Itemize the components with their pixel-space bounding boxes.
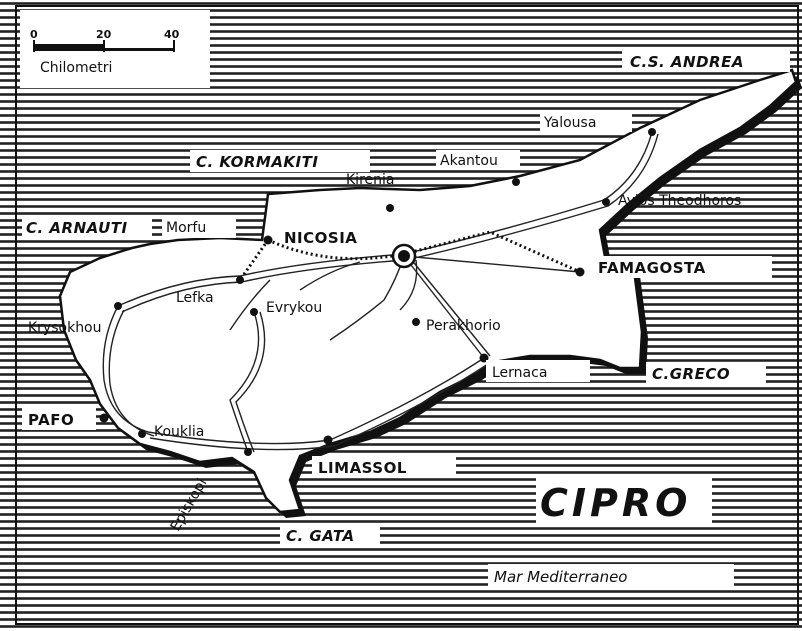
town-label-lernaca: Lernaca: [492, 365, 547, 381]
town-label-nicosia: NICOSIA: [284, 229, 357, 247]
scale-unit: Chilometri: [40, 60, 112, 76]
town-dot-krysokhou: [114, 302, 122, 310]
scale-tick-20: 20: [96, 28, 112, 41]
map-title: CIPRO: [540, 481, 691, 525]
town-label-krysokhou: Krysokhou: [28, 320, 102, 336]
town-label-morfu: Morfu: [166, 220, 206, 236]
town-dot-ayios: [602, 198, 610, 206]
town-dot-morfu: [263, 235, 273, 245]
cape-label-gata: C. GATA: [286, 527, 355, 545]
town-dot-akanthou: [512, 178, 520, 186]
town-dot-evrykou: [250, 308, 258, 316]
town-dot-limassol: [323, 435, 333, 445]
town-dot-kirenia: [386, 204, 394, 212]
town-label-famagosta: FAMAGOSTA: [598, 259, 706, 277]
cape-label-andrea: C.S. ANDREA: [630, 53, 744, 71]
town-dot-episkopi: [244, 448, 252, 456]
city-markers: [99, 128, 656, 456]
town-label-kirenia: Kirenia: [346, 172, 394, 188]
town-label-akanthou: Akantou: [440, 153, 498, 169]
town-dot-kouklia: [138, 430, 146, 438]
town-label-yalousa: Yalousa: [543, 115, 596, 131]
railway: [238, 230, 581, 281]
town-dot-lefka: [236, 276, 244, 284]
town-label-pafo: PAFO: [28, 411, 74, 429]
town-dot-yalousa: [648, 128, 656, 136]
town-label-perakhorio: Perakhorio: [426, 318, 501, 334]
town-label-ayios: Ayios Theodhoros: [618, 193, 741, 209]
cape-label-arnauti: C. ARNAUTI: [26, 219, 128, 237]
town-label-kouklia: Kouklia: [154, 424, 204, 440]
scale-tick-40: 40: [164, 28, 180, 41]
sea-label: Mar Mediterraneo: [494, 568, 627, 586]
scale-legend: 0 20 40 Chilometri: [20, 10, 210, 88]
cape-label-kormakiti: C. KORMAKITI: [196, 153, 318, 171]
cape-label-greco: C.GRECO: [652, 365, 730, 383]
map-border: [15, 5, 799, 625]
town-label-limassol: LIMASSOL: [318, 459, 407, 477]
town-dot-famagosta: [575, 267, 585, 277]
island-cyprus: [58, 68, 798, 514]
town-label-evrykou: Evrykou: [266, 300, 322, 316]
town-dot-perakhorio: [412, 318, 420, 326]
scale-tick-0: 0: [30, 28, 38, 41]
town-label-lefka: Lefka: [176, 290, 214, 306]
town-dot-pafo: [99, 413, 109, 423]
